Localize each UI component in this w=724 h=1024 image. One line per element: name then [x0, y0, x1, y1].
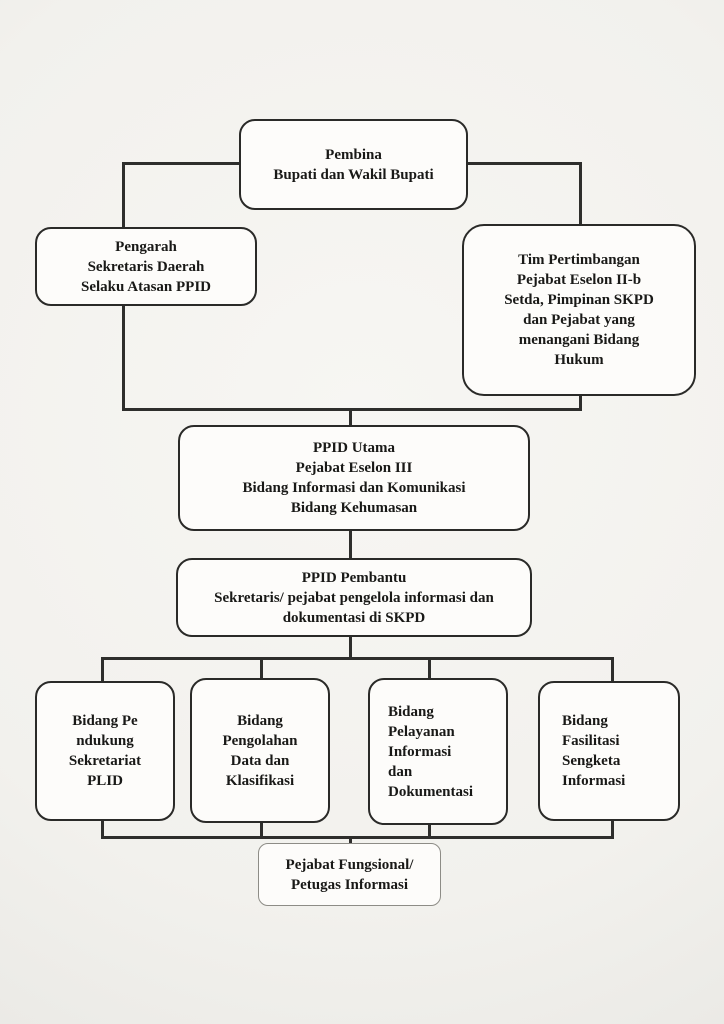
node-bidang-pengolahan: Bidang Pengolahan Data dan Klasifikasi	[190, 678, 330, 823]
connector-bus-drop4-v	[611, 657, 614, 682]
node-bidang-pelayanan: Bidang Pelayanan Informasi dan Dokumenta…	[368, 678, 508, 825]
node-tim-line1: Tim Pertimbangan	[518, 252, 640, 268]
node-pendukung-line1: Bidang Pe	[72, 713, 138, 729]
node-pembantu-line3: dokumentasi di SKPD	[282, 609, 426, 626]
node-fasilitasi-line2: Fasilitasi	[562, 733, 620, 749]
node-pengolahan-line1: Bidang	[237, 712, 283, 729]
node-bidang-pendukung: Bidang Pe ndukung Sekretariat PLID	[35, 681, 175, 821]
node-fungsional-line2: Petugas Informasi	[290, 876, 409, 893]
node-tim-line5: menangani Bidang	[518, 332, 640, 348]
node-tim-line6: Hukum	[554, 352, 604, 368]
node-tim-line4: dan Pejabat yang	[523, 312, 635, 328]
node-ppid-pembantu: PPID Pembantu Sekretaris/ pejabat pengel…	[176, 558, 532, 637]
node-bidang-fasilitasi: Bidang Fasilitasi Sengketa Informasi	[538, 681, 680, 821]
node-pengolahan-line2: Pengolahan	[222, 732, 298, 749]
node-pengarah-line1: Pengarah	[115, 238, 177, 255]
node-pelayanan-line5: Dokumentasi	[388, 783, 474, 800]
node-fasilitasi-line1: Bidang	[562, 713, 608, 729]
node-utama-line4: Bidang Kehumasan	[290, 500, 418, 516]
connector-out3-v	[428, 824, 431, 839]
node-pembina-line1: Pembina	[325, 146, 382, 163]
connector-bus-drop1-v	[101, 657, 104, 682]
connector-utama-to-pembantu-v	[349, 530, 352, 559]
node-pembina-line2: Bupati dan Wakil Bupati	[273, 166, 434, 183]
node-ppid-utama: PPID Utama Pejabat Eselon III Bidang Inf…	[178, 425, 530, 531]
node-pengarah-line2: Sekretaris Daerah	[87, 258, 205, 275]
node-tim-line3: Setda, Pimpinan SKPD	[504, 292, 654, 308]
connector-mid-h	[122, 408, 582, 411]
connector-pembina-right-h	[467, 162, 582, 165]
node-pelayanan-line2: Pelayanan	[388, 723, 455, 740]
connector-out2-v	[260, 822, 263, 839]
node-pendukung-line2: ndukung	[76, 733, 134, 749]
node-pendukung-line3: Sekretariat	[68, 753, 142, 769]
connector-out1-v	[101, 820, 104, 839]
connector-to-fungsional-v	[349, 836, 352, 844]
node-utama-line2: Pejabat Eselon III	[295, 460, 413, 476]
node-pembantu-line1: PPID Pembantu	[301, 569, 407, 586]
connector-pembantu-to-bus-v	[349, 636, 352, 660]
node-fasilitasi-line3: Sengketa	[562, 753, 621, 769]
connector-bus-bottom-h	[101, 836, 614, 839]
node-pelayanan-line1: Bidang	[388, 703, 434, 720]
connector-out4-v	[611, 820, 614, 839]
connector-pengarah-down-v	[122, 305, 125, 411]
node-utama-line1: PPID Utama	[312, 440, 396, 456]
node-fungsional-line1: Pejabat Fungsional/	[285, 856, 414, 873]
connector-pembina-left-v	[122, 162, 125, 230]
node-pengolahan-line4: Klasifikasi	[225, 772, 295, 789]
node-tim-line2: Pejabat Eselon II-b	[516, 272, 642, 288]
connector-bus-drop3-v	[428, 657, 431, 679]
node-pengarah: Pengarah Sekretaris Daerah Selaku Atasan…	[35, 227, 257, 306]
node-pembantu-line2: Sekretaris/ pejabat pengelola informasi …	[214, 589, 494, 606]
connector-bus-drop2-v	[260, 657, 263, 679]
node-pendukung-line4: PLID	[87, 773, 123, 789]
connector-pembina-right-v	[579, 162, 582, 226]
connector-pembina-left-h	[122, 162, 241, 165]
connector-tim-down-v	[579, 394, 582, 411]
node-pelayanan-line4: dan	[388, 763, 413, 780]
node-pengolahan-line3: Data dan	[230, 752, 290, 769]
node-utama-line3: Bidang Informasi dan Komunikasi	[242, 480, 466, 496]
node-fasilitasi-line4: Informasi	[562, 773, 626, 789]
node-pengarah-line3: Selaku Atasan PPID	[80, 278, 212, 295]
node-pelayanan-line3: Informasi	[388, 743, 452, 760]
connector-bus-top-h	[101, 657, 614, 660]
node-tim-pertimbangan: Tim Pertimbangan Pejabat Eselon II-b Set…	[462, 224, 696, 396]
node-pembina: Pembina Bupati dan Wakil Bupati	[239, 119, 468, 210]
connector-mid-to-utama-v	[349, 408, 352, 426]
node-pejabat-fungsional: Pejabat Fungsional/ Petugas Informasi	[258, 843, 441, 906]
